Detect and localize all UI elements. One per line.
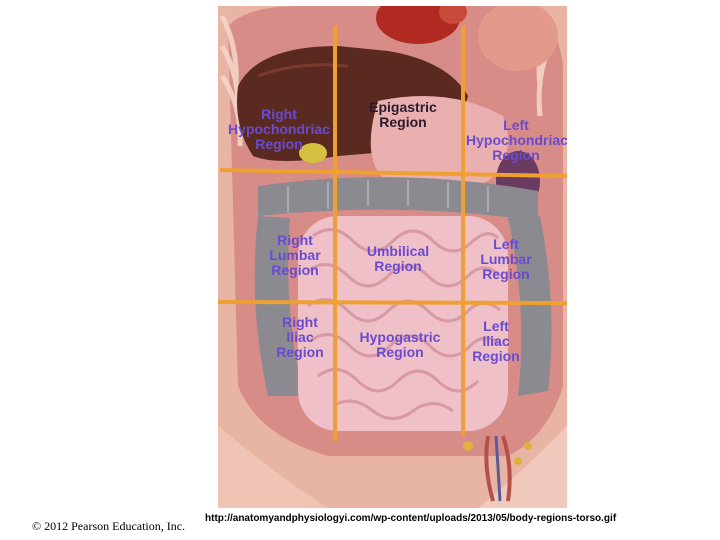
umbilical-region-label: Umbilical Region <box>366 243 430 274</box>
region-grid-lines <box>218 26 567 441</box>
left-hypochondriac-region-label: Left Hypochondriac Region <box>466 117 567 163</box>
right-iliac-region-label: Right Iliac Region <box>276 314 324 360</box>
source-url: http://anatomyandphysiologyi.com/wp-cont… <box>205 513 617 524</box>
torso-anatomy-image: Right Hypochondriac Region Epigastric Re… <box>218 6 567 508</box>
copyright-notice: © 2012 Pearson Education, Inc. <box>32 519 186 533</box>
torso-illustration <box>218 6 567 508</box>
right-lumbar-region-label: Right Lumbar Region <box>269 232 321 278</box>
left-lumbar-region-label: Left Lumbar Region <box>480 236 532 282</box>
epigastric-region-label: Epigastric Region <box>369 99 437 130</box>
right-hypochondriac-region-label: Right Hypochondriac Region <box>228 106 330 152</box>
hypogastric-region-label: Hypogastric Region <box>359 329 441 360</box>
left-iliac-region-label: Left Iliac Region <box>472 318 520 364</box>
